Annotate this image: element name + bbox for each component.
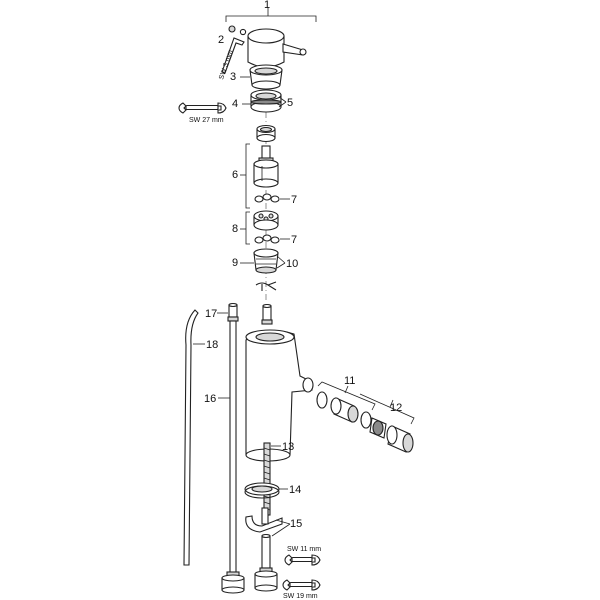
callout-7-upper: 7 [291, 194, 297, 206]
callout-11-bracket [317, 381, 376, 411]
callout-6-bracket [245, 143, 250, 209]
callout-1: 1 [264, 0, 270, 11]
callout-11: 11 [344, 375, 355, 387]
callout-5: 5 [287, 97, 293, 109]
hose-fitting-top[interactable] [227, 302, 239, 322]
grub-screw[interactable] [228, 25, 247, 36]
callout-12: 12 [390, 402, 402, 414]
wrench-11-size-label: SW 11 mm [287, 546, 321, 553]
hose-guide[interactable] [183, 309, 199, 566]
threaded-rod[interactable] [263, 442, 271, 516]
callout-3: 3 [230, 71, 236, 83]
hose-nut-bottom[interactable] [254, 567, 278, 592]
seal-set-upper[interactable] [254, 193, 280, 203]
wrench-27-size-label: SW 27 mm [189, 117, 224, 124]
callout-18: 18 [206, 339, 218, 351]
clip[interactable] [255, 281, 277, 291]
cover-ring[interactable] [249, 64, 283, 90]
wrench-icon-27[interactable] [178, 102, 227, 114]
handle[interactable] [247, 28, 307, 68]
callout-14: 14 [289, 484, 301, 496]
callout-10: 10 [286, 258, 298, 270]
callout-15: 15 [290, 518, 302, 530]
hex-key-icon[interactable] [221, 37, 245, 74]
callout-6: 6 [232, 169, 238, 181]
diverter-insert[interactable] [253, 248, 279, 274]
callout-1-bracket [225, 8, 317, 22]
callout-15-leaders [271, 519, 291, 537]
callout-8: 8 [232, 223, 238, 235]
bonnet-nut[interactable] [250, 89, 282, 113]
fixing-bracket[interactable] [245, 507, 283, 533]
nozzle-insert[interactable] [316, 391, 372, 429]
fixing-sleeve[interactable] [261, 533, 271, 569]
wrench-icon-11[interactable] [284, 554, 321, 566]
callout-7-lower: 7 [291, 234, 297, 246]
aerator[interactable] [369, 417, 414, 453]
wrench-icon-19[interactable] [282, 579, 321, 591]
callout-9: 9 [232, 257, 238, 269]
wrench-19-size-label: SW 19 mm [283, 593, 318, 600]
callout-8-bracket [245, 211, 250, 245]
callout-17: 17 [205, 308, 217, 320]
retaining-nut[interactable] [256, 124, 276, 143]
callout-16: 16 [204, 393, 216, 405]
callout-2: 2 [218, 34, 224, 46]
callout-12-bracket [359, 393, 415, 425]
ceramic-disc[interactable] [253, 210, 279, 231]
flexible-hose[interactable] [221, 320, 245, 594]
washer[interactable] [244, 482, 280, 499]
mixer-body[interactable] [245, 303, 314, 462]
cartridge[interactable] [253, 145, 279, 188]
callout-4: 4 [232, 98, 238, 110]
callout-13: 13 [282, 441, 294, 453]
seal-set-lower[interactable] [254, 234, 280, 244]
